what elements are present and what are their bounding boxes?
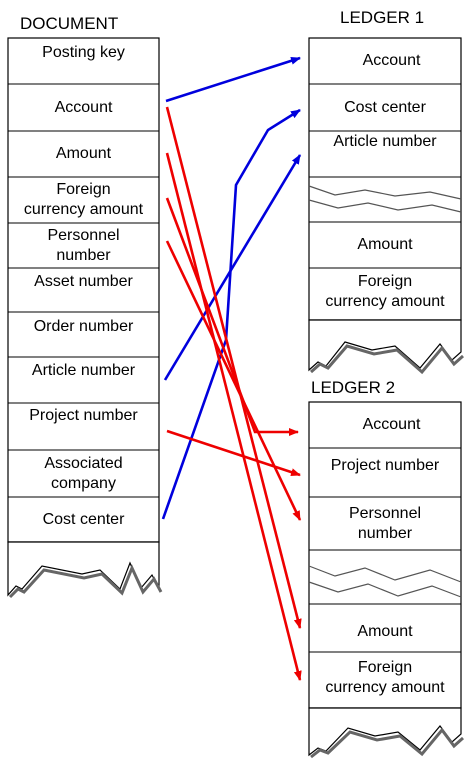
document-title: DOCUMENT: [20, 14, 119, 33]
ledger2-field-account: Account: [362, 416, 421, 433]
ledger1-field-article-number: Article number: [333, 133, 437, 150]
document-field-amount: Amount: [55, 145, 112, 162]
document-column: [7, 37, 163, 599]
arrow-amount-to-ledger2: [165, 152, 302, 681]
ledger1-column: [308, 37, 464, 375]
ledger2-column: [308, 401, 464, 759]
ledger1-arrows: [161, 56, 302, 520]
ledger2-arrows: [165, 106, 302, 681]
document-torn-edge: [7, 541, 160, 597]
document-field-account: Account: [54, 98, 113, 116]
arrow-account-to-ledger1: [165, 56, 301, 103]
arrow-article-to-ledger1: [163, 154, 302, 381]
document-field-article-number: Article number: [31, 362, 136, 379]
ledger2-field-amount: Amount: [357, 623, 413, 640]
arrow-personnel-to-ledger2: [165, 240, 302, 521]
document-field-cost-center: Cost center: [42, 510, 125, 528]
arrow-foreign-to-ledger2: [165, 197, 299, 436]
ledger2-field-project-number: Project number: [330, 457, 440, 474]
ledger2-torn-edge: [308, 707, 462, 757]
ledger1-torn-edge: [308, 319, 462, 372]
document-field-posting-key: Posting key: [42, 44, 125, 61]
document-field-asset-number: Asset number: [34, 273, 133, 290]
arrow-costcenter-to-ledger1: [161, 108, 301, 520]
arrow-account-to-ledger2: [165, 106, 302, 629]
ledger1-field-amount: Amount: [357, 236, 413, 253]
arrow-project-to-ledger2: [166, 429, 301, 477]
ledger2-title: LEDGER 2: [311, 378, 396, 397]
document-field-order-number: Order number: [33, 318, 134, 335]
document-field-project-number: Project number: [29, 407, 138, 424]
ledger1-field-cost-center: Cost center: [344, 98, 426, 116]
ledger1-field-account: Account: [362, 52, 421, 69]
ledger1-title: LEDGER 1: [340, 8, 425, 27]
